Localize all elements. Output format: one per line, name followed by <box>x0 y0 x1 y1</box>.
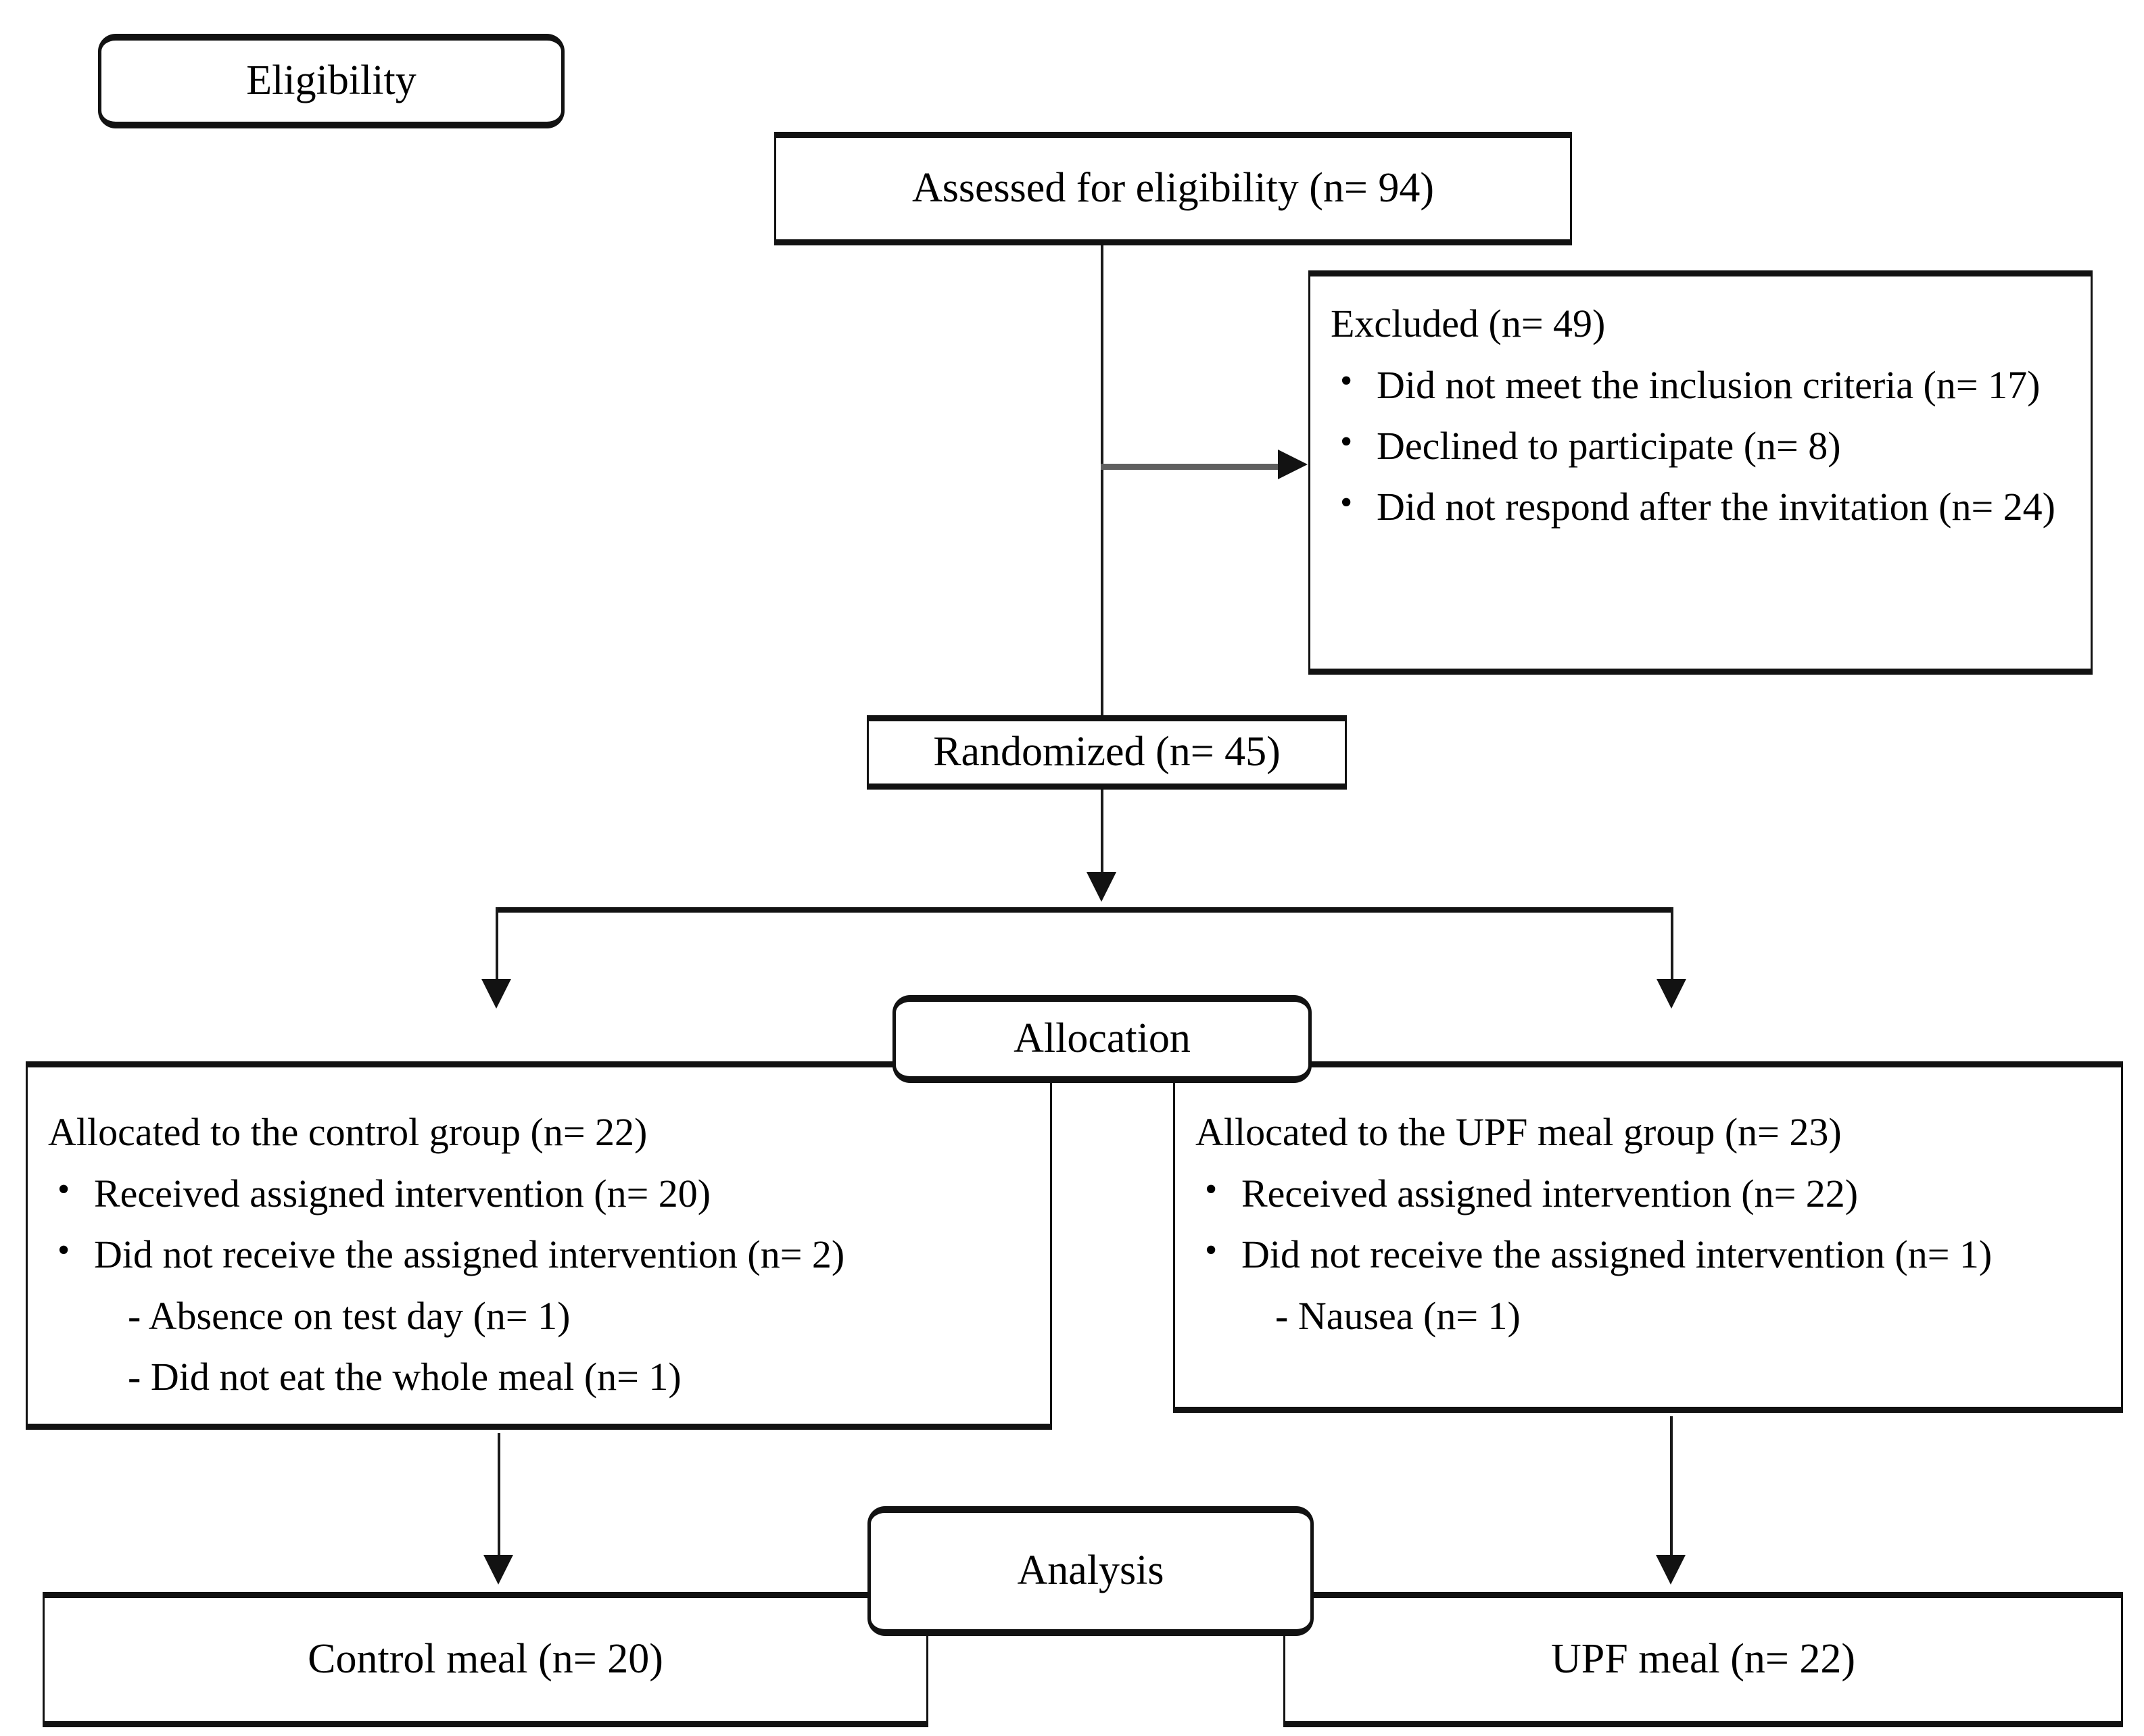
stage-label-allocation: Allocation <box>892 995 1312 1083</box>
connector-to-excluded-arrowhead <box>1278 450 1308 479</box>
connector-control-analysis-arrowhead <box>483 1555 513 1585</box>
list-item: Did not meet the inclusion criteria (n= … <box>1331 354 2070 415</box>
connector-randomized-arrowhead <box>1087 872 1116 902</box>
node-assessed-for-eligibility: Assessed for eligibility (n= 94) <box>774 132 1572 245</box>
node-control-analysis: Control meal (n= 20) <box>43 1592 928 1727</box>
connector-randomized-down <box>1101 790 1103 884</box>
node-control-allocation-title: Allocated to the control group (n= 22) <box>48 1110 648 1154</box>
node-control-allocation-list: Received assigned intervention (n= 20) D… <box>48 1163 1030 1284</box>
list-item: Received assigned intervention (n= 20) <box>48 1163 1030 1224</box>
node-assessed-for-eligibility-text: Assessed for eligibility (n= 94) <box>912 165 1434 212</box>
connector-upf-to-analysis <box>1670 1416 1673 1568</box>
node-randomized: Randomized (n= 45) <box>867 715 1347 790</box>
stage-label-allocation-text: Allocation <box>1014 1015 1191 1062</box>
connector-split-right-stem <box>1671 907 1673 992</box>
stage-label-analysis: Analysis <box>867 1506 1314 1636</box>
node-upf-analysis: UPF meal (n= 22) <box>1283 1592 2123 1727</box>
node-upf-analysis-text: UPF meal (n= 22) <box>1551 1636 1855 1683</box>
node-control-analysis-text: Control meal (n= 20) <box>308 1636 663 1683</box>
stage-label-analysis-text: Analysis <box>1017 1547 1164 1594</box>
connector-upf-analysis-arrowhead <box>1656 1555 1686 1585</box>
list-item: - Did not eat the whole meal (n= 1) <box>128 1355 682 1399</box>
connector-split-left-arrowhead <box>481 979 511 1009</box>
list-item: - Nausea (n= 1) <box>1275 1294 1521 1339</box>
node-excluded: Excluded (n= 49) Did not meet the inclus… <box>1308 270 2093 675</box>
connector-to-excluded-line <box>1101 464 1282 470</box>
connector-assessed-to-randomized <box>1101 245 1103 719</box>
list-item: Declined to participate (n= 8) <box>1331 415 2070 476</box>
stage-label-eligibility-text: Eligibility <box>246 57 416 104</box>
list-item: Did not receive the assigned interventio… <box>1195 1224 2101 1284</box>
connector-allocation-split-bar <box>497 907 1673 913</box>
node-excluded-title: Excluded (n= 49) <box>1331 302 1606 345</box>
list-item: Did not respond after the invitation (n=… <box>1331 476 2070 537</box>
connector-control-to-analysis <box>498 1433 500 1568</box>
node-upf-allocation: Allocated to the UPF meal group (n= 23) … <box>1173 1061 2123 1413</box>
list-item: Did not receive the assigned interventio… <box>48 1224 1030 1284</box>
node-control-allocation: Allocated to the control group (n= 22) R… <box>26 1061 1052 1430</box>
node-upf-allocation-title: Allocated to the UPF meal group (n= 23) <box>1195 1110 1842 1154</box>
list-item: - Absence on test day (n= 1) <box>128 1294 571 1339</box>
node-randomized-text: Randomized (n= 45) <box>933 729 1281 775</box>
stage-label-eligibility: Eligibility <box>98 34 565 128</box>
node-upf-allocation-list: Received assigned intervention (n= 22) D… <box>1195 1163 2101 1284</box>
node-excluded-reason-list: Did not meet the inclusion criteria (n= … <box>1331 354 2070 537</box>
connector-split-right-arrowhead <box>1657 979 1686 1009</box>
list-item: Received assigned intervention (n= 22) <box>1195 1163 2101 1224</box>
node-upf-allocation-sublist: - Nausea (n= 1) <box>1195 1286 2101 1347</box>
connector-split-left-stem <box>496 907 498 992</box>
node-control-allocation-sublist: - Absence on test day (n= 1) - Did not e… <box>48 1286 1030 1407</box>
